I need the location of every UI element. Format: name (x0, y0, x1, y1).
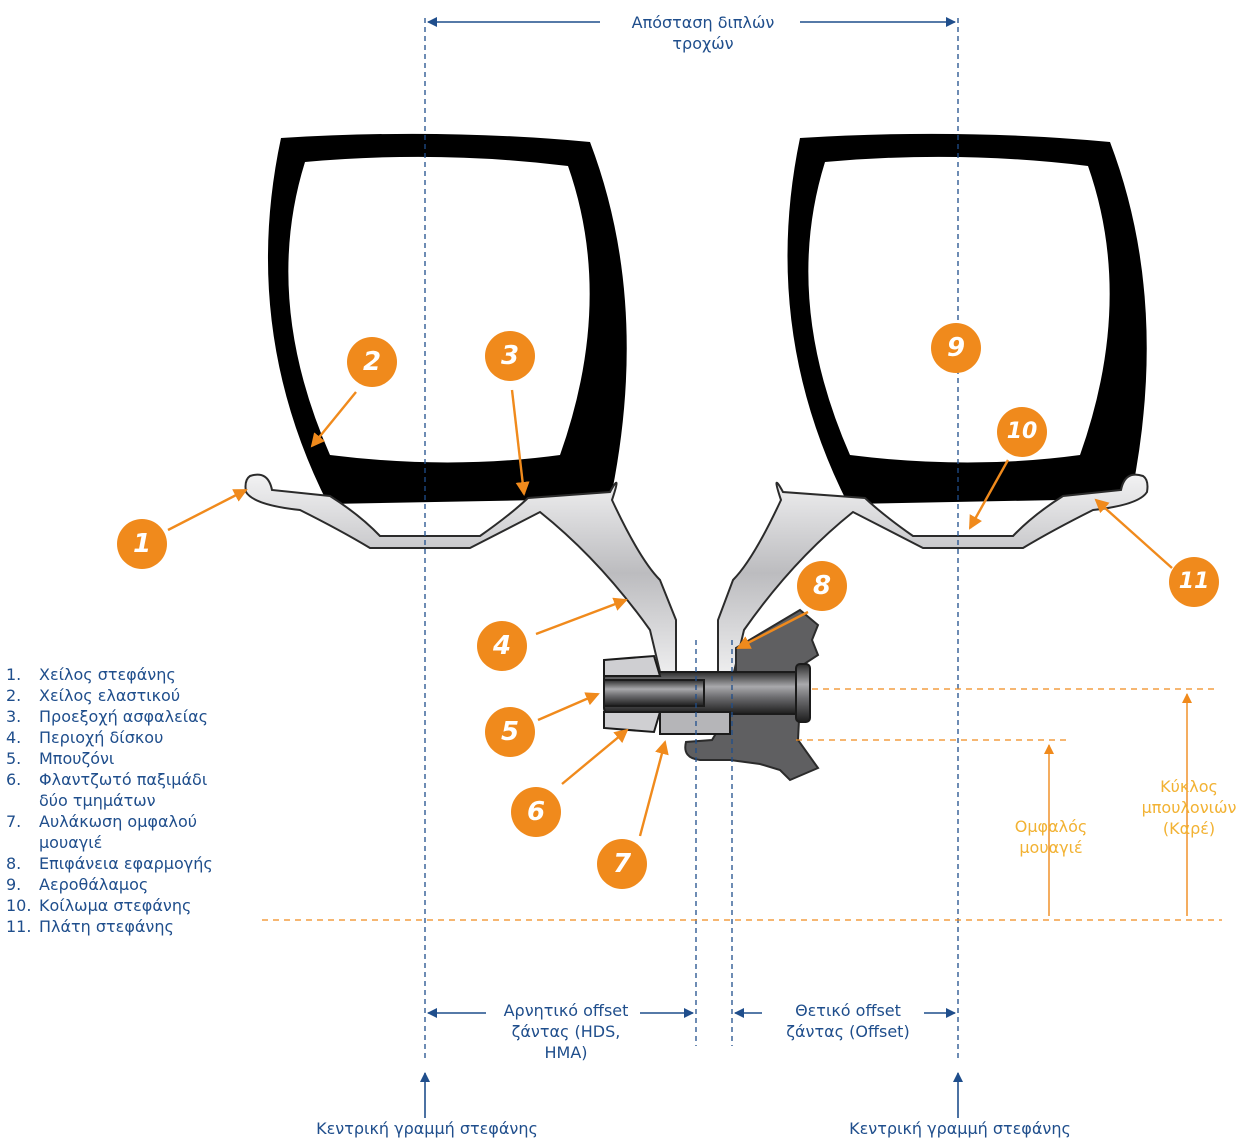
legend-item: 4.Περιοχή δίσκου (6, 728, 164, 747)
stud-bolt (603, 663, 811, 723)
callout-3-arrow (510, 389, 530, 496)
dimension-arrows (420, 17, 963, 1118)
badge-11: 11 (1168, 556, 1220, 608)
callout-4-arrow (535, 597, 628, 636)
badge-2: 2 (346, 336, 398, 388)
centerline-left-label: Κεντρική γραμμή στεφάνης (286, 1118, 568, 1139)
badge-7: 7 (596, 838, 648, 890)
badge-3: 3 (484, 330, 536, 382)
legend-item: 9.Αεροθάλαμος (6, 875, 149, 894)
callout-11-arrow (1094, 498, 1173, 569)
legend-item: 10.Κοίλωμα στεφάνης (6, 896, 192, 915)
callout-8-arrow (736, 610, 809, 650)
callout-6-arrow (561, 728, 629, 785)
right-tire (787, 133, 1147, 505)
callout-arrows (167, 389, 1173, 837)
dual-spacing-label: Απόσταση διπλών τροχών (608, 12, 798, 54)
legend-item: 5.Μπουζόνι (6, 749, 115, 768)
badge-9: 9 (930, 322, 982, 374)
badge-10: 10 (996, 406, 1048, 458)
legend-item: 2.Χείλος ελαστικού (6, 686, 181, 705)
legend-item: 1.Χείλος στεφάνης (6, 665, 176, 684)
reference-lines (262, 688, 1222, 921)
legend: 1.Χείλος στεφάνης 2.Χείλος ελαστικού 3.Π… (6, 664, 239, 937)
center-lines (424, 18, 959, 1058)
callout-1-arrow (167, 488, 248, 532)
legend-item: 7.Αυλάκωση ομφαλού μουαγιέ (6, 812, 197, 852)
legend-item: 3.Προεξοχή ασφαλείας (6, 707, 209, 726)
left-tire (267, 133, 627, 505)
badge-4: 4 (476, 620, 528, 672)
callout-5-arrow (537, 692, 600, 722)
hub-pilot-label: Ομφαλός μουαγιέ (1014, 817, 1088, 857)
height-arrows (1044, 693, 1192, 916)
badge-8: 8 (796, 560, 848, 612)
bolt-circle-label: Κύκλος μπουλονιών (Καρέ) (1141, 777, 1237, 838)
left-rim (244, 473, 677, 673)
negative-offset-label: Αρνητικό offset ζάντας (HDS, HMA) (500, 1000, 632, 1063)
positive-offset-label: Θετικό offset ζάντας (Offset) (774, 1000, 922, 1042)
centerline-right-label: Κεντρική γραμμή στεφάνης (819, 1118, 1101, 1139)
legend-item: 6.Φλαντζωτό παξιμάδι δύο τμημάτων (6, 770, 208, 810)
badge-1: 1 (116, 518, 168, 570)
badge-6: 6 (510, 786, 562, 838)
legend-item: 11.Πλάτη στεφάνης (6, 917, 174, 936)
callout-7-arrow (638, 740, 669, 837)
callout-2-arrow (310, 391, 357, 448)
legend-item: 8.Επιφάνεια εφαρμογής (6, 854, 213, 873)
badge-5: 5 (484, 706, 536, 758)
callout-10-arrow (968, 459, 1010, 530)
flange-nut (603, 654, 731, 735)
